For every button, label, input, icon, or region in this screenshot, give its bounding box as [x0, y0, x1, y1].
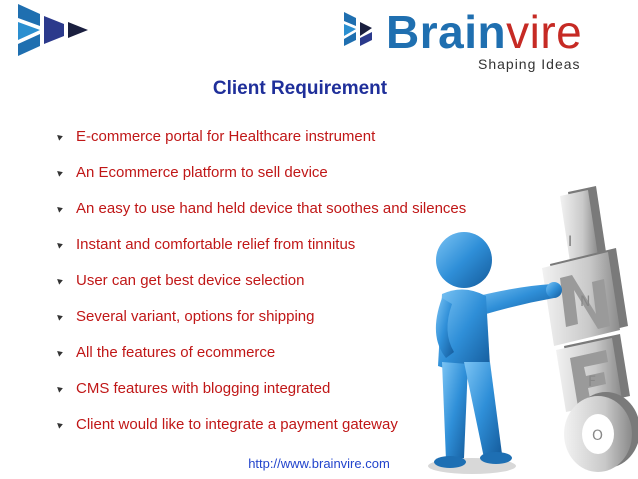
bullet-arrow-icon: [57, 241, 64, 249]
requirement-text: Client would like to integrate a payment…: [76, 416, 398, 433]
requirement-text: Several variant, options for shipping: [76, 308, 315, 325]
blue-person-figure: [428, 232, 562, 474]
bullet-arrow-icon: [57, 205, 64, 213]
slide-title: Client Requirement: [212, 78, 388, 99]
brand-chevron-icon: [344, 12, 372, 46]
bullet-arrow-icon: [57, 421, 64, 429]
requirement-text: E-commerce portal for Healthcare instrum…: [76, 128, 376, 145]
bullet-arrow-icon: [57, 133, 64, 141]
requirement-text: CMS features with blogging integrated: [76, 380, 331, 397]
bullet-arrow-icon: [57, 277, 64, 285]
bullet-arrow-icon: [57, 169, 64, 177]
footer-url-link[interactable]: http://www.brainvire.com: [248, 456, 390, 471]
brainvire-logo: Brainvire Shaping Ideas: [344, 4, 636, 74]
requirement-text: An Ecommerce platform to sell device: [76, 164, 328, 181]
brainvire-mark-logo: [18, 4, 88, 56]
brand-tagline: Shaping Ideas: [478, 56, 581, 72]
info-letters: I N F O: [542, 186, 638, 472]
brand-name-part1: Brain: [386, 6, 507, 58]
brand-name-part2: vire: [506, 6, 583, 58]
requirement-text: Instant and comfortable relief from tinn…: [76, 236, 356, 253]
requirement-text: All the features of ecommerce: [76, 344, 276, 361]
requirement-text: User can get best device selection: [76, 272, 305, 289]
letter-n: N: [580, 294, 590, 310]
letter-i: I: [568, 234, 572, 250]
brand-name: Brainvire: [386, 4, 582, 60]
requirement-text: An easy to use hand held device that soo…: [76, 200, 467, 217]
bullet-arrow-icon: [57, 385, 64, 393]
letter-o: O: [592, 428, 603, 444]
bullet-arrow-icon: [57, 313, 64, 321]
info-figure-illustration: I N F O: [428, 186, 638, 474]
letter-f: F: [588, 374, 596, 390]
bullet-arrow-icon: [57, 349, 64, 357]
